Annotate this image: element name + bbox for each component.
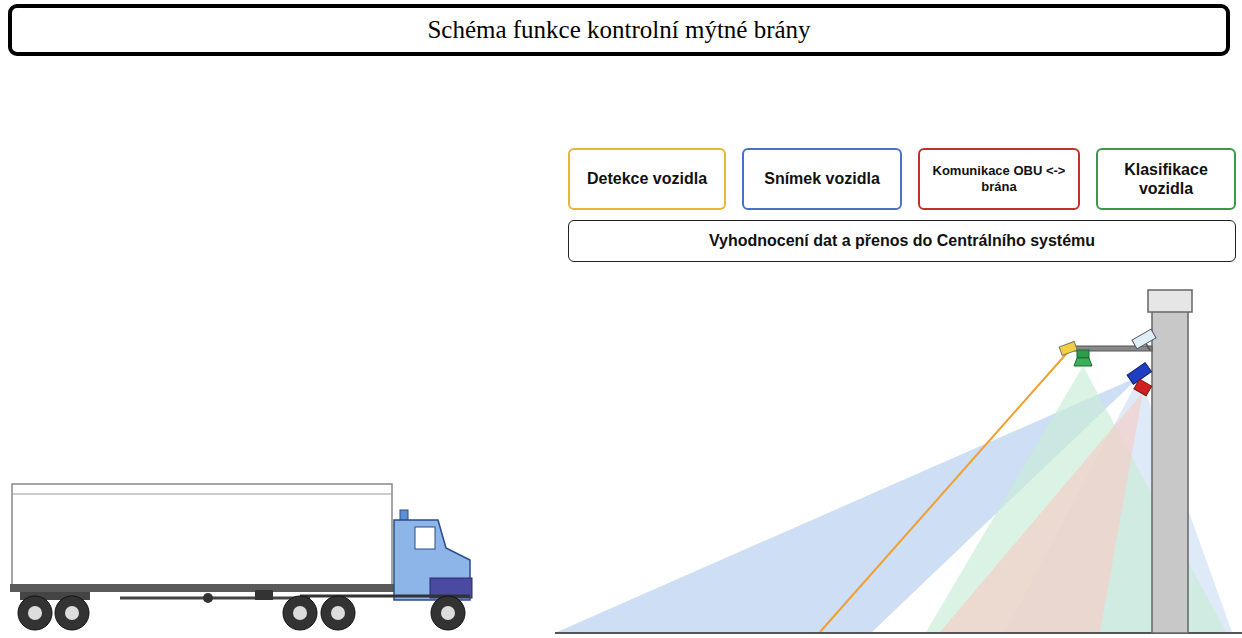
- classification-scanner: [1074, 350, 1092, 366]
- function-box: Komunikace OBU <-> brána: [918, 148, 1080, 210]
- box-label: Klasifikace vozidla: [1106, 160, 1226, 198]
- trailer-chassis: [10, 584, 394, 592]
- gantry-pole: [1152, 292, 1188, 633]
- function-box: Detekce vozidla: [568, 148, 726, 210]
- box-label: Snímek vozidla: [764, 169, 880, 188]
- box-label: Detekce vozidla: [587, 169, 707, 188]
- box-label: Vyhodnocení dat a přenos do Centrálního …: [709, 231, 1095, 250]
- diagram-title: Schéma funkce kontrolní mýtné brány: [427, 16, 810, 44]
- function-box: Klasifikace vozidla: [1096, 148, 1236, 210]
- communication-beam: [940, 392, 1143, 632]
- truck: [10, 484, 472, 630]
- dsrc-antenna: [1134, 379, 1152, 396]
- detection-sensor: [1059, 342, 1077, 356]
- process-band: Vyhodnocení dat a přenos do Centrálního …: [568, 220, 1236, 262]
- overview-camera: [1132, 329, 1156, 350]
- gantry-top: [1148, 290, 1192, 312]
- trailer-body: [12, 484, 392, 586]
- box-label: Komunikace OBU <-> brána: [928, 163, 1070, 194]
- title-frame: Schéma funkce kontrolní mýtné brány: [8, 4, 1230, 56]
- function-box: Snímek vozidla: [742, 148, 902, 210]
- road-line: [555, 632, 1242, 634]
- cab-window: [415, 527, 435, 549]
- detection-beam: [820, 353, 1067, 632]
